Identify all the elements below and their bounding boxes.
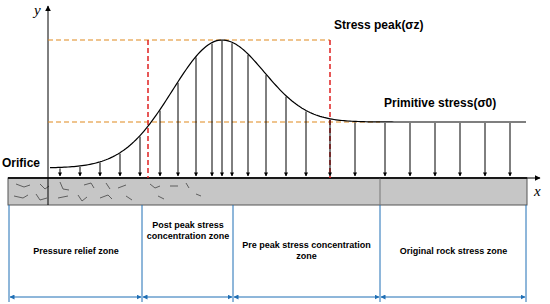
load-arrow [306,111,307,176]
zone-bound [147,40,149,178]
load-arrow [266,75,267,176]
orifice-label: Orifice [2,156,40,170]
zone-label: Original rock stress zone [383,212,524,290]
zone-dividers [9,205,526,302]
load-arrow [485,123,486,176]
load-arrow [196,57,197,176]
load-arrow [286,97,287,176]
axis-label: y [34,2,41,19]
load-arrow [510,123,511,176]
zone-label: Pre peak stress concentration zone [235,212,378,290]
load-arrow [60,168,61,176]
peak-label: Stress peak(σz) [334,18,424,32]
primitive-label: Primitive stress(σ0) [384,96,496,110]
y-axis [48,6,49,205]
load-arrow [212,44,213,176]
load-arrow [160,111,161,176]
load-arrow [100,163,101,176]
load-arrow [355,122,356,176]
stress-curve [50,40,526,176]
zone-bound [329,40,331,178]
load-arrow [120,154,121,176]
peak-guide [48,39,330,40]
load-arrow [330,120,331,176]
cracks [14,182,201,201]
load-arrow [140,137,141,176]
zone-label: Post peak stress concentration zone [145,206,231,256]
rock-bar [8,178,527,205]
load-arrow [248,55,249,176]
zone-label: Pressure relief zone [12,212,140,290]
load-arrow [80,167,81,176]
stress-curve-line [50,40,526,168]
load-arrow [222,41,223,176]
axis-label: x [534,183,541,200]
load-arrow [385,123,386,176]
load-arrow [410,123,411,176]
load-arrow [178,83,179,176]
load-arrow [232,43,233,176]
bar-divider [380,178,381,205]
zone-spans [10,297,525,298]
load-arrow [460,123,461,176]
load-arrow [435,123,436,176]
x-axis [8,178,540,179]
